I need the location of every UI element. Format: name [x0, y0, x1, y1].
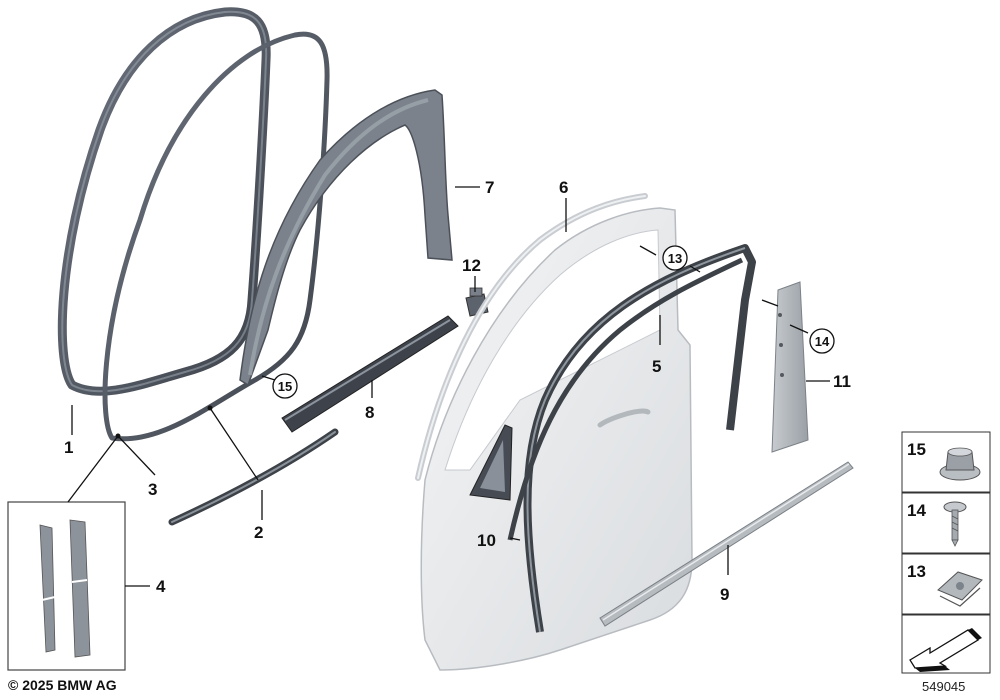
door-seal-outer	[57, 7, 271, 396]
mirror-triangle-10	[469, 424, 513, 501]
legend-label-13: 13	[907, 562, 926, 581]
svg-text:14: 14	[815, 334, 830, 349]
legend-label-15: 15	[907, 440, 926, 459]
clip-nut-icon	[939, 447, 981, 481]
callout-2: 2	[254, 523, 263, 542]
document-number: 549045	[922, 679, 966, 694]
callout-1: 1	[64, 438, 73, 457]
callout-11: 11	[833, 372, 851, 391]
circled-callout-15: 15	[272, 373, 298, 399]
callout-8: 8	[365, 403, 374, 422]
fastener-legend: 15 14 13	[901, 431, 991, 674]
screw-icon	[943, 501, 967, 547]
callout-4: 4	[156, 577, 166, 596]
speed-nut-icon	[937, 571, 983, 607]
svg-text:13: 13	[668, 251, 682, 266]
callout-3: 3	[148, 480, 157, 499]
legend-label-14: 14	[907, 501, 926, 520]
callout-12: 12	[462, 256, 481, 275]
window-frame-seal-6	[415, 193, 648, 481]
a-pillar-trim	[239, 89, 453, 387]
callout-6: 6	[559, 178, 568, 197]
door-body	[420, 207, 693, 671]
inset-box-4	[7, 501, 126, 671]
svg-text:15: 15	[278, 379, 292, 394]
circled-callout-14: 14	[809, 328, 835, 354]
b-pillar-trim-11	[771, 281, 809, 453]
direction-arrow-icon	[909, 628, 982, 672]
copyright-notice: © 2025 BMW AG	[8, 677, 117, 693]
sill-strip-8	[281, 315, 459, 433]
door-seal-inner	[102, 31, 330, 442]
lower-seal-strip-2	[168, 428, 339, 526]
callout-7: 7	[485, 178, 494, 197]
callout-10: 10	[477, 531, 496, 550]
door-frame-seal-5	[507, 244, 756, 633]
circled-callout-13: 13	[662, 245, 688, 271]
door-bottom-strip-9	[599, 461, 854, 627]
leader-lines	[67, 186, 830, 587]
callout-9: 9	[720, 585, 729, 604]
callout-5: 5	[652, 357, 661, 376]
